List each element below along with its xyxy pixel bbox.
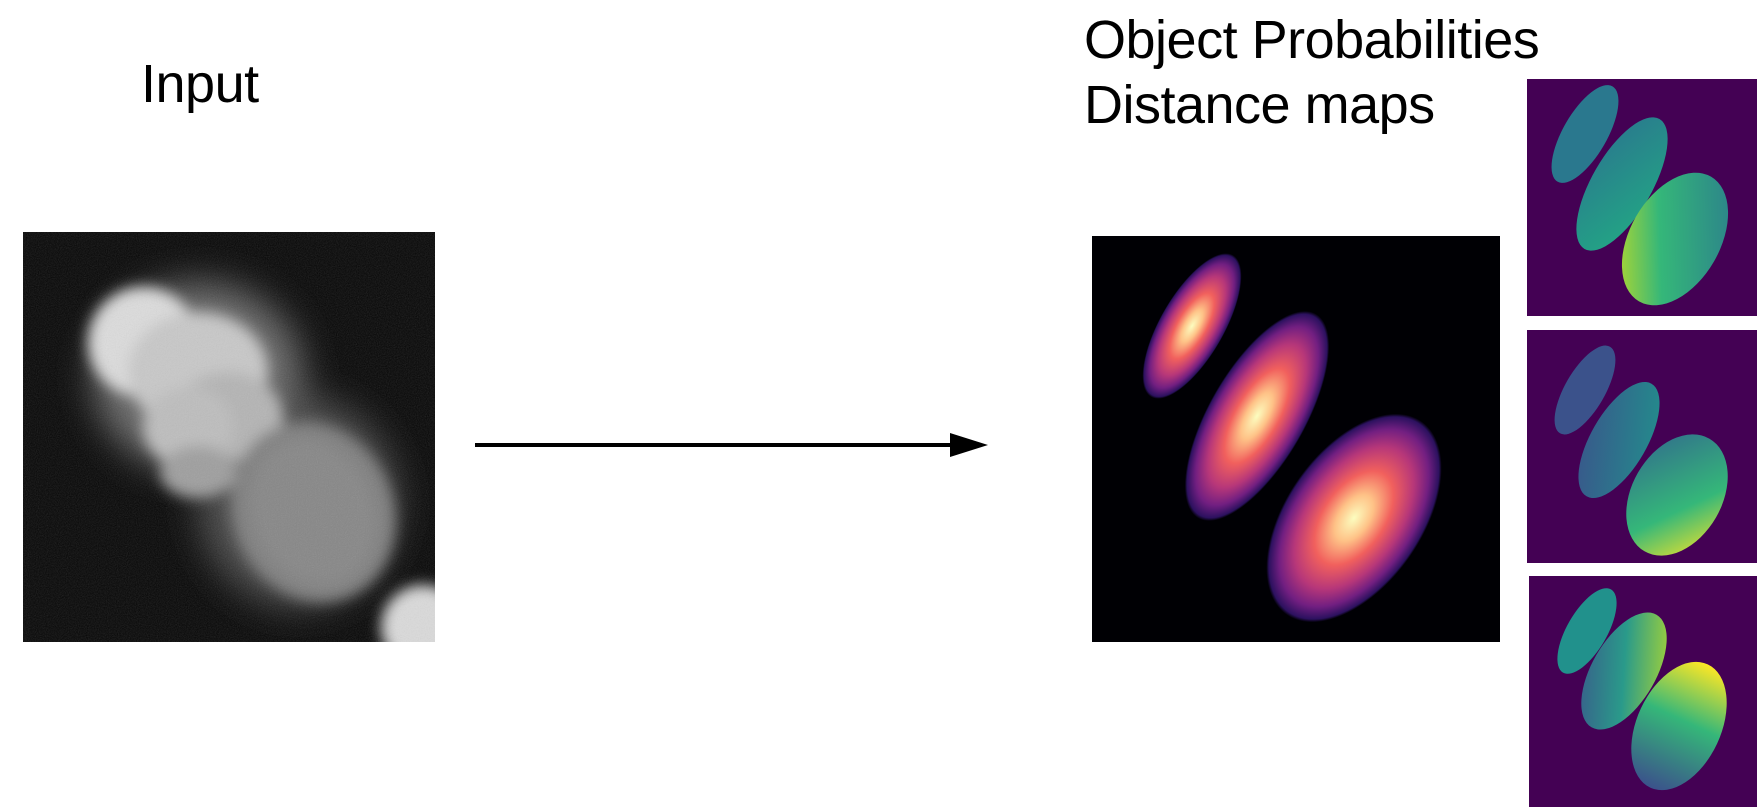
output-title-distance-maps: Distance maps xyxy=(1084,75,1435,135)
input-label: Input xyxy=(141,54,259,114)
object-probabilities-map xyxy=(1092,236,1500,642)
input-image xyxy=(23,232,435,642)
distance-map-3 xyxy=(1529,576,1757,807)
output-title-object-probabilities: Object Probabilities xyxy=(1084,10,1540,70)
distance-map-1 xyxy=(1527,79,1757,316)
arrow xyxy=(475,433,988,457)
distance-map-2 xyxy=(1527,330,1757,563)
